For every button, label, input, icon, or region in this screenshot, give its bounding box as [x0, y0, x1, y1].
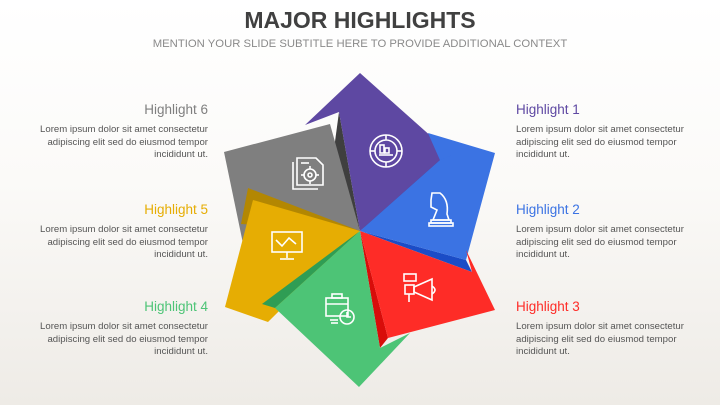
- monitor-graph-icon: [271, 231, 303, 260]
- segment-highlight-3: [360, 231, 495, 348]
- highlight-2-title: Highlight 2: [516, 202, 580, 217]
- highlight-1-body: Lorem ipsum dolor sit amet consectetur a…: [516, 124, 684, 161]
- chess-knight-icon: [428, 192, 454, 227]
- document-target-icon: [292, 157, 324, 190]
- page-subtitle: MENTION YOUR SLIDE SUBTITLE HERE TO PROV…: [152, 38, 568, 50]
- highlight-5-title: Highlight 5: [144, 202, 208, 217]
- highlight-4: Highlight 4 Lorem ipsum dolor sit amet c…: [38, 299, 208, 359]
- highlight-1: Highlight 1 Lorem ipsum dolor sit amet c…: [516, 102, 686, 162]
- highlight-2: Highlight 2 Lorem ipsum dolor sit amet c…: [516, 202, 686, 262]
- segment-highlight-4: [262, 231, 410, 387]
- highlight-5: Highlight 5 Lorem ipsum dolor sit amet c…: [38, 202, 208, 262]
- megaphone-icon: [403, 273, 436, 302]
- briefcase-clock-icon: [325, 293, 355, 325]
- highlight-2-body: Lorem ipsum dolor sit amet consectetur a…: [516, 224, 684, 261]
- highlight-6-title: Highlight 6: [144, 102, 208, 117]
- highlight-3: Highlight 3 Lorem ipsum dolor sit amet c…: [516, 299, 686, 359]
- highlight-6-body: Lorem ipsum dolor sit amet consectetur a…: [40, 124, 208, 161]
- segment-highlight-5: [225, 188, 360, 322]
- highlight-3-body: Lorem ipsum dolor sit amet consectetur a…: [516, 321, 684, 358]
- highlight-1-title: Highlight 1: [516, 102, 580, 117]
- highlight-3-title: Highlight 3: [516, 299, 580, 314]
- highlight-6: Highlight 6 Lorem ipsum dolor sit amet c…: [38, 102, 208, 162]
- highlight-4-title: Highlight 4: [144, 299, 208, 314]
- highlight-4-body: Lorem ipsum dolor sit amet consectetur a…: [40, 321, 208, 358]
- target-chart-icon: [369, 134, 403, 168]
- highlight-5-body: Lorem ipsum dolor sit amet consectetur a…: [40, 224, 208, 261]
- page-title: MAJOR HIGHLIGHTS: [244, 7, 476, 33]
